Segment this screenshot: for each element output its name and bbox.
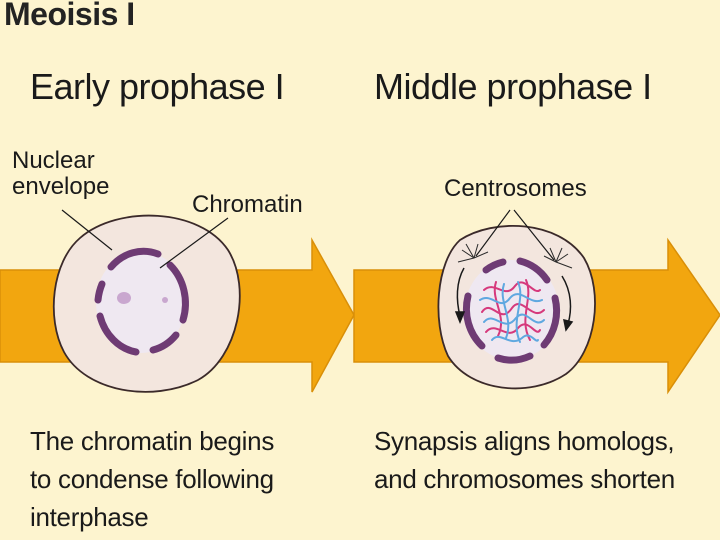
diagram-title: Meoisis I <box>4 0 135 32</box>
homologous-chromosomes <box>479 279 545 343</box>
stage-heading-early-prophase: Early prophase I <box>30 66 285 107</box>
stage-heading-middle-prophase: Middle prophase I <box>374 66 652 107</box>
leader-line-chromatin <box>159 217 229 269</box>
nucleus <box>465 260 559 360</box>
chromatin-spot <box>117 292 131 304</box>
migration-arrows <box>454 267 574 332</box>
nucleus <box>96 251 186 353</box>
centrosome-left <box>457 243 489 263</box>
nuclear-envelope-segments <box>462 257 561 364</box>
label-nuclear-envelope: Nuclear envelope <box>12 147 110 200</box>
label-centrosomes: Centrosomes <box>444 175 587 202</box>
chromatin-spot <box>162 297 168 303</box>
label-chromatin: Chromatin <box>192 191 303 218</box>
middle-prophase-cell <box>437 209 596 390</box>
early-prophase-cell <box>52 209 241 393</box>
leader-line-centrosome-right <box>513 209 555 261</box>
nuclear-envelope-segments <box>94 247 189 356</box>
centrosome-right <box>543 247 573 269</box>
caption-early-prophase: The chromatin begins to condense followi… <box>30 426 275 532</box>
leader-line-nuclear-envelope <box>61 209 113 251</box>
leader-line-centrosome-left <box>475 209 511 257</box>
caption-middle-prophase: Synapsis aligns homologs, and chromosome… <box>374 426 675 494</box>
